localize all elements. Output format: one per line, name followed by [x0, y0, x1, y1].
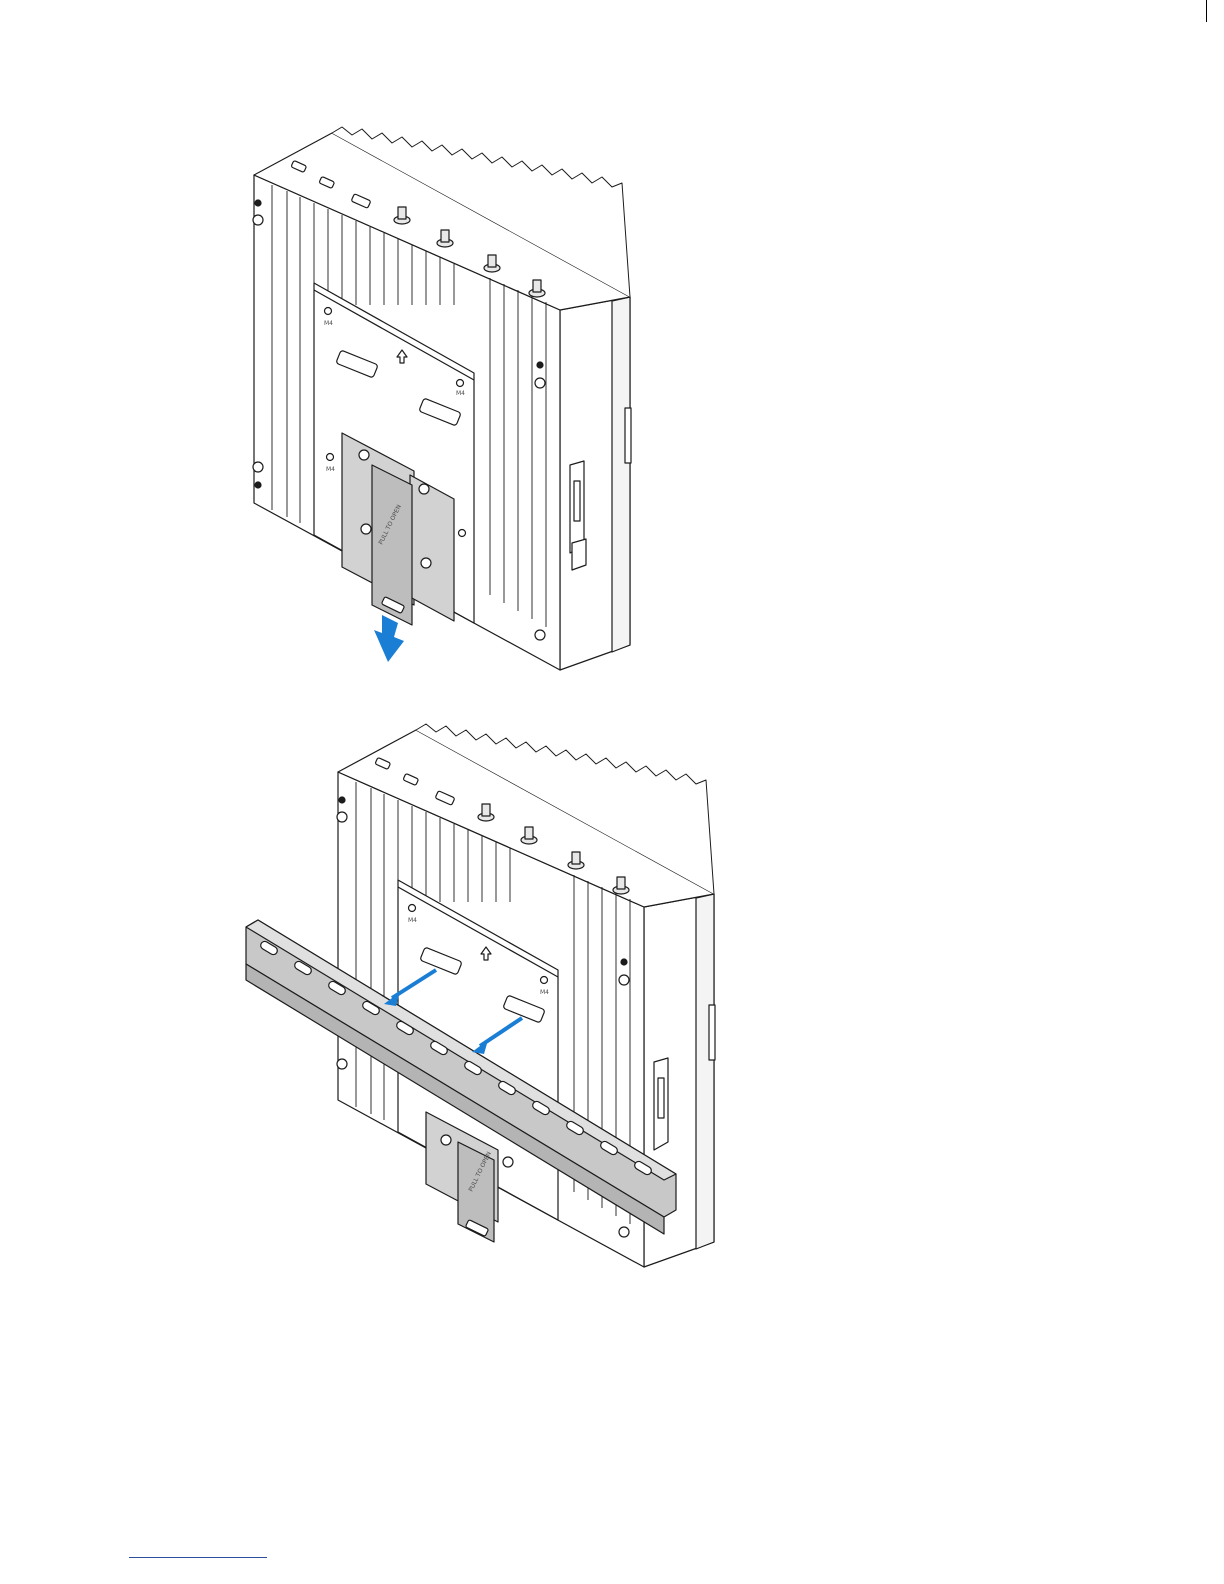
page-edge-rule	[1206, 0, 1207, 22]
figure-rail-mount: M4 M4 PULL TO OPEN	[240, 722, 720, 1274]
pull-down-arrow-icon	[374, 615, 404, 662]
screw-label: M4	[326, 466, 335, 473]
footnote-separator	[129, 1557, 267, 1558]
screw-label: M4	[456, 390, 465, 397]
device-illustration-2: M4 M4 PULL TO OPEN	[240, 722, 720, 1274]
screw-label: M4	[408, 917, 417, 924]
screw-label: M4	[540, 989, 549, 996]
device-illustration-1: PULL TO OPEN M4 M4 M4	[242, 125, 634, 675]
screw-label: M4	[324, 320, 333, 327]
figure-bracket-release: PULL TO OPEN M4 M4 M4	[242, 125, 634, 675]
